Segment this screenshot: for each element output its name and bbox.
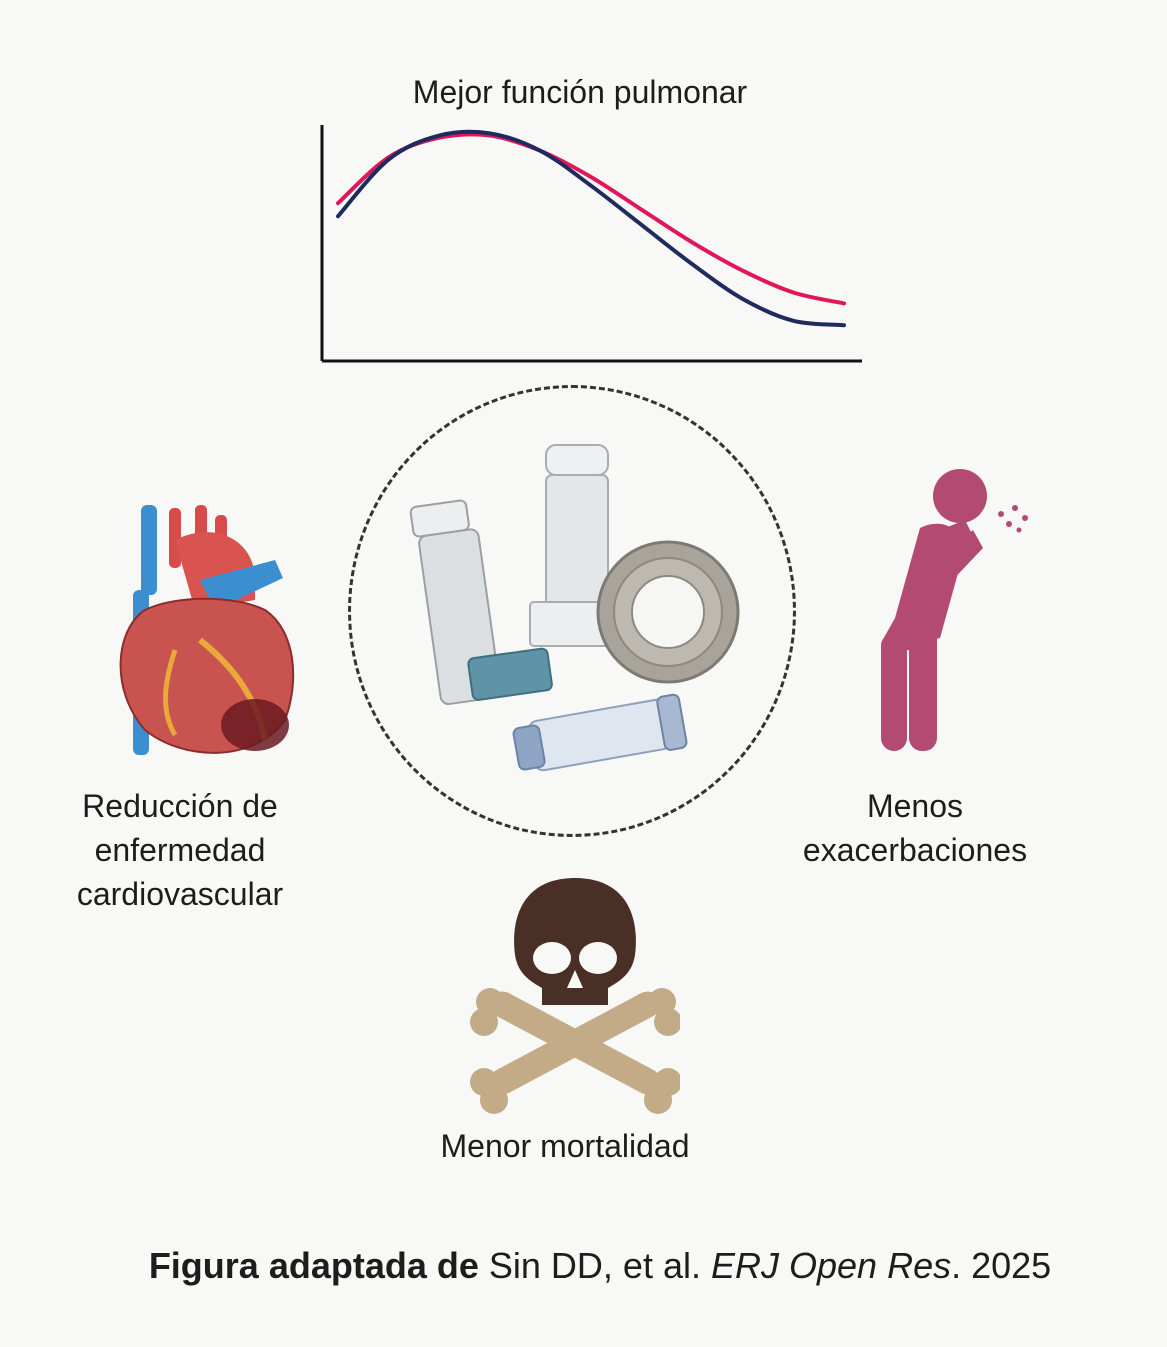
mdi-inhaler [409,499,553,706]
spacer-device [512,693,688,772]
heart-icon [119,505,295,755]
mortality-label: Menor mortalidad [440,1128,690,1164]
label-line: Reducción de [82,788,278,824]
series-line-2 [336,129,846,328]
coughing-person-icon [881,469,1028,751]
label-line: exacerbaciones [802,832,1028,868]
inhaler-circle [348,385,796,837]
label-line: Menos [866,788,964,824]
lung-function-chart [320,125,862,363]
exacerbations-label: Menos exacerbaciones [770,784,1060,872]
citation-lead: Figura adaptada de [148,1245,479,1286]
citation-authors: Sin DD, et al. [478,1245,711,1286]
citation-year: . 2025 [951,1245,1052,1286]
label-line: cardiovascular [76,876,284,912]
chart-title: Mejor función pulmonar [412,74,748,110]
citation-journal: ERJ Open Res [710,1245,952,1286]
citation: Figura adaptada de Sin DD, et al. ERJ Op… [80,1245,1120,1287]
inhaler-icon [409,444,740,772]
skull-crossbones-icon [470,878,680,1114]
label-line: enfermedad [94,832,266,868]
cardiovascular-label: Reducción de enfermedad cardiovascular [40,784,320,916]
series-line-1 [336,132,846,306]
